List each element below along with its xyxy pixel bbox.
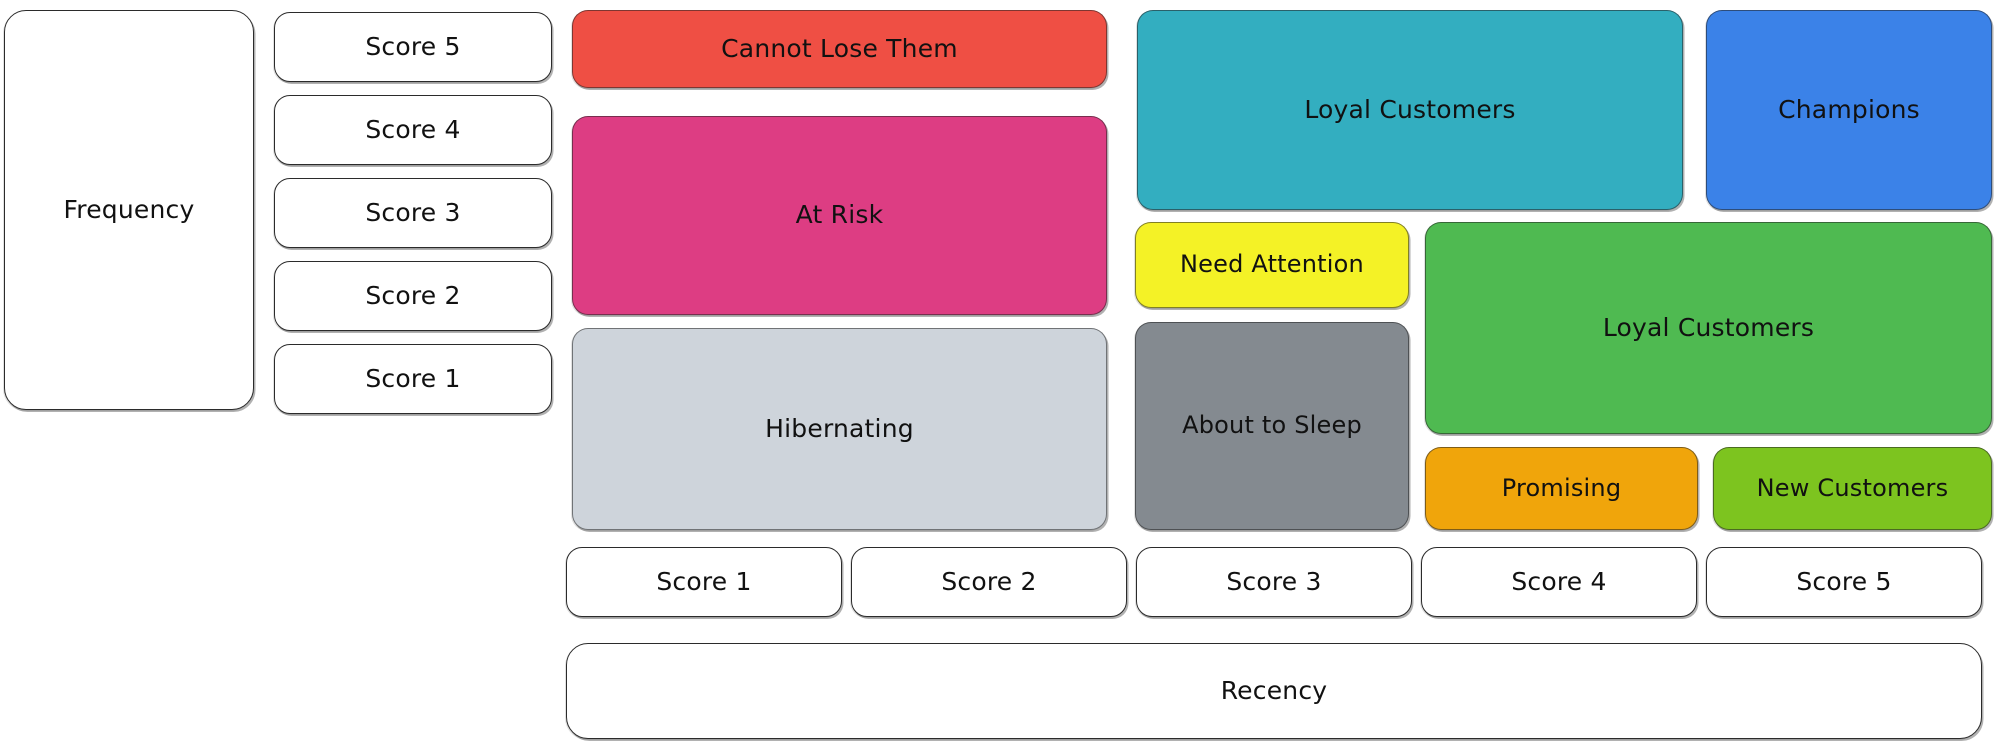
frequency-score-3-label: Score 3 [365, 197, 461, 227]
segment-hibernating-label: Hibernating [765, 413, 914, 443]
segment-new-customers[interactable]: New Customers [1713, 447, 1992, 530]
frequency-axis-label: Frequency [63, 194, 195, 224]
frequency-score-4-label: Score 4 [365, 114, 461, 144]
segment-cannot-lose-them[interactable]: Cannot Lose Them [572, 10, 1107, 88]
recency-axis-label-box: Recency [566, 643, 1982, 739]
recency-score-3-label: Score 3 [1226, 566, 1322, 596]
recency-score-5[interactable]: Score 5 [1706, 547, 1982, 617]
segment-loyal-customers-green[interactable]: Loyal Customers [1425, 222, 1992, 434]
segment-loyal-customers-teal-label: Loyal Customers [1304, 94, 1516, 124]
frequency-score-2-label: Score 2 [365, 280, 461, 310]
segment-at-risk[interactable]: At Risk [572, 116, 1107, 315]
segment-new-customers-label: New Customers [1756, 473, 1949, 502]
segment-loyal-customers-green-label: Loyal Customers [1602, 312, 1815, 342]
frequency-score-1-label: Score 1 [365, 363, 461, 393]
segment-champions-label: Champions [1778, 94, 1920, 124]
segment-cannot-lose-them-label: Cannot Lose Them [721, 33, 958, 63]
segment-at-risk-label: At Risk [795, 200, 884, 230]
frequency-score-5-label: Score 5 [365, 31, 461, 61]
recency-score-1-label: Score 1 [656, 566, 752, 596]
segment-loyal-customers-teal[interactable]: Loyal Customers [1137, 10, 1683, 210]
segment-need-attention[interactable]: Need Attention [1135, 222, 1409, 308]
frequency-axis-label-box: Frequency [4, 10, 254, 410]
frequency-score-2[interactable]: Score 2 [274, 261, 552, 331]
recency-score-3[interactable]: Score 3 [1136, 547, 1412, 617]
segment-about-to-sleep[interactable]: About to Sleep [1135, 322, 1409, 530]
frequency-score-5[interactable]: Score 5 [274, 12, 552, 82]
frequency-score-1[interactable]: Score 1 [274, 344, 552, 414]
recency-axis-label: Recency [1220, 675, 1328, 705]
recency-score-2-label: Score 2 [941, 566, 1037, 596]
segment-promising[interactable]: Promising [1425, 447, 1698, 530]
recency-score-2[interactable]: Score 2 [851, 547, 1127, 617]
segment-about-to-sleep-label: About to Sleep [1182, 411, 1362, 440]
recency-score-1[interactable]: Score 1 [566, 547, 842, 617]
recency-score-5-label: Score 5 [1796, 566, 1892, 596]
recency-score-4[interactable]: Score 4 [1421, 547, 1697, 617]
segment-champions[interactable]: Champions [1706, 10, 1992, 210]
segment-need-attention-label: Need Attention [1180, 250, 1364, 279]
segment-promising-label: Promising [1501, 473, 1622, 502]
frequency-score-3[interactable]: Score 3 [274, 178, 552, 248]
frequency-score-4[interactable]: Score 4 [274, 95, 552, 165]
segment-hibernating[interactable]: Hibernating [572, 328, 1107, 530]
recency-score-4-label: Score 4 [1511, 566, 1607, 596]
